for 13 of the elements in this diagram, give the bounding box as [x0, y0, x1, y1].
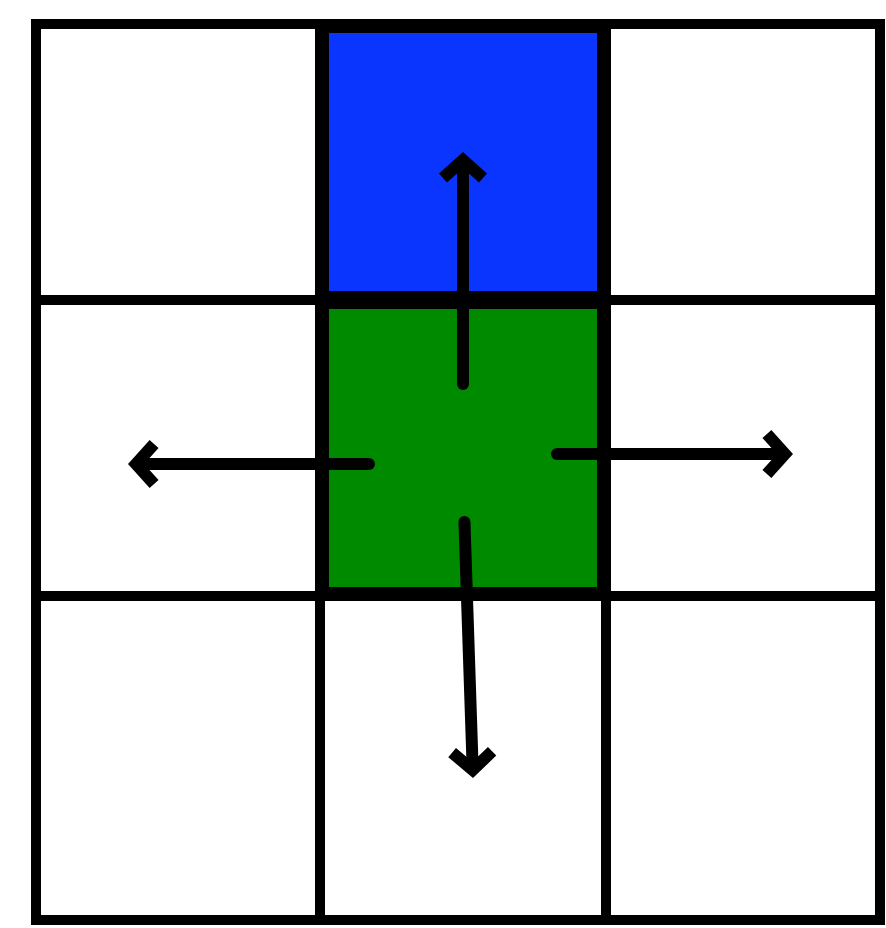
colored-cell [320, 300, 606, 596]
grid-cell [36, 300, 320, 596]
arrow [551, 430, 793, 478]
colored-cell [320, 24, 606, 300]
grid-cell [606, 24, 880, 300]
arrow [448, 515, 497, 778]
grid-cell [606, 300, 880, 596]
grid-cell [606, 596, 880, 920]
arrow [128, 440, 375, 488]
arrow [439, 152, 487, 390]
grid-cell [320, 596, 606, 920]
grid-cell [36, 24, 320, 300]
grid-cell [36, 596, 320, 920]
